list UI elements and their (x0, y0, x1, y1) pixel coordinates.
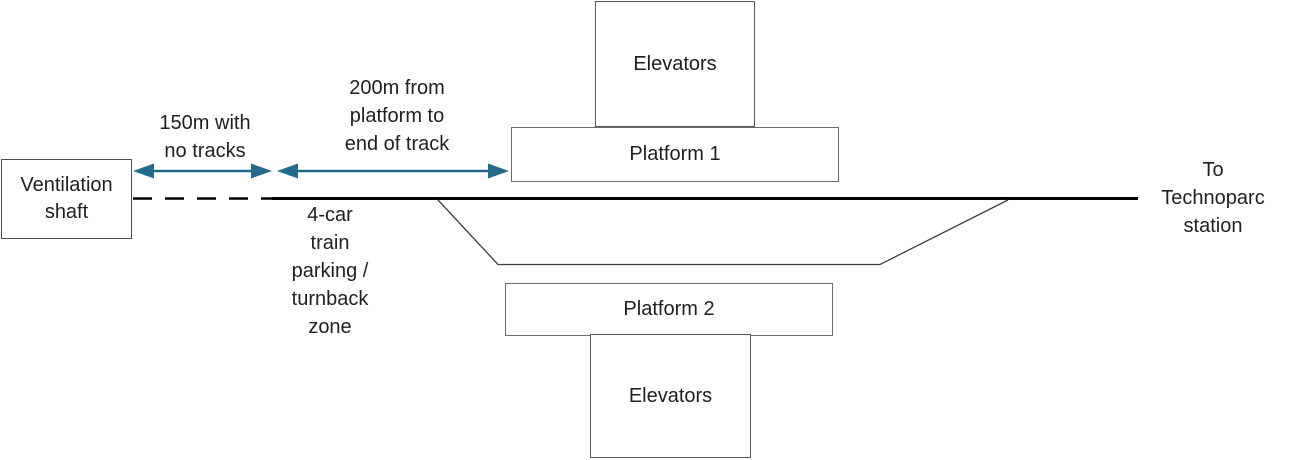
dimension-arrow-200m (277, 163, 509, 179)
dimension-arrow-200m-left-head-icon (277, 163, 298, 179)
platform-2-box: Platform 2 (505, 283, 833, 336)
turnback-siding-line (437, 199, 1009, 266)
turnback-zone-label: 4-car train parking / turnback zone (291, 204, 369, 338)
platform-1-box: Platform 1 (511, 127, 839, 182)
ventilation-shaft-box: Ventilation shaft (1, 159, 132, 239)
destination-label: To Technoparc station (1161, 159, 1265, 237)
dimension-arrow-200m-right-head-icon (488, 163, 509, 179)
elevators-bottom-box: Elevators (590, 334, 751, 458)
dimension-arrow-150m (133, 163, 272, 179)
dimension-label-150m: 150m with no tracks (159, 112, 251, 162)
dimension-arrow-150m-right-head-icon (251, 163, 272, 179)
elevators-top-box: Elevators (595, 1, 755, 127)
dimension-label-200m: 200m from platform to end of track (344, 77, 450, 155)
dimension-arrow-150m-left-head-icon (133, 163, 154, 179)
